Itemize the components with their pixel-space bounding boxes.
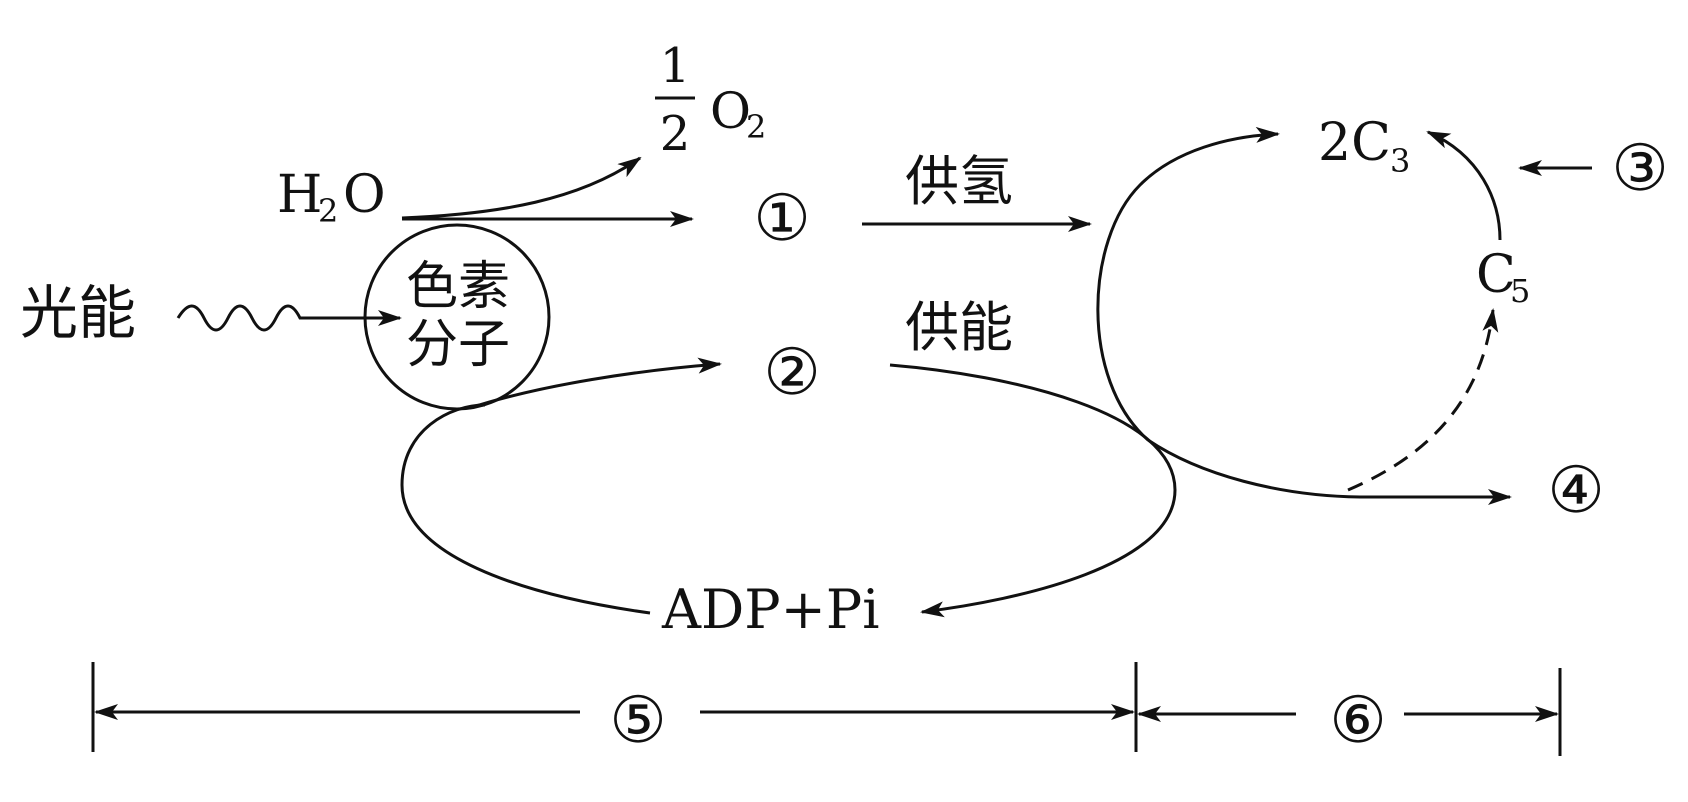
h2o-subscript: 2 — [318, 192, 338, 230]
supply-hydrogen-label: 供氢 — [905, 150, 1013, 213]
h2o-o: O — [343, 165, 386, 225]
c5-label: C 5 — [1476, 245, 1530, 310]
two-c3-base: 2C — [1318, 113, 1391, 173]
adp-pi-label: ADP+Pi — [661, 578, 879, 641]
calvin-loop-to-4 — [1147, 438, 1512, 505]
light-energy-label: 光能 — [20, 279, 136, 347]
dashed-arrow-to-c5 — [1347, 308, 1499, 492]
arrow-to-o2 — [401, 156, 642, 220]
arrow-c5-to-2c3 — [1426, 130, 1502, 241]
two-c3-label: 2C 3 — [1318, 113, 1410, 180]
marker-3: ③ — [1611, 132, 1668, 206]
marker-4: ④ — [1547, 454, 1604, 528]
o2-base: O — [710, 82, 751, 140]
two-c3-subscript: 3 — [1390, 142, 1410, 180]
h2o-h: H — [277, 165, 322, 225]
c5-subscript: 5 — [1510, 272, 1530, 310]
half-denominator: 2 — [660, 106, 691, 162]
adp-cycle-ellipse-right — [889, 363, 1177, 618]
marker-6: ⑥ — [1329, 684, 1386, 758]
arrow-to-2 — [469, 357, 722, 410]
pigment-label-line2: 分子 — [406, 315, 510, 375]
marker-5: ⑤ — [609, 684, 666, 758]
supply-energy-label: 供能 — [905, 296, 1013, 359]
marker-2: ② — [763, 336, 820, 410]
half-o2-label: 1 2 O 2 — [655, 38, 766, 162]
light-wave-arrow — [176, 304, 402, 332]
h2o-label: H 2 O — [277, 165, 386, 230]
calvin-loop-to-2c3 — [1096, 126, 1280, 442]
marker-1: ① — [753, 182, 810, 256]
c5-base: C — [1476, 245, 1516, 305]
half-numerator: 1 — [660, 38, 691, 94]
adp-cycle-ellipse-left — [400, 403, 651, 615]
pigment-label-line1: 色素 — [406, 257, 510, 317]
o2-subscript: 2 — [746, 108, 766, 146]
